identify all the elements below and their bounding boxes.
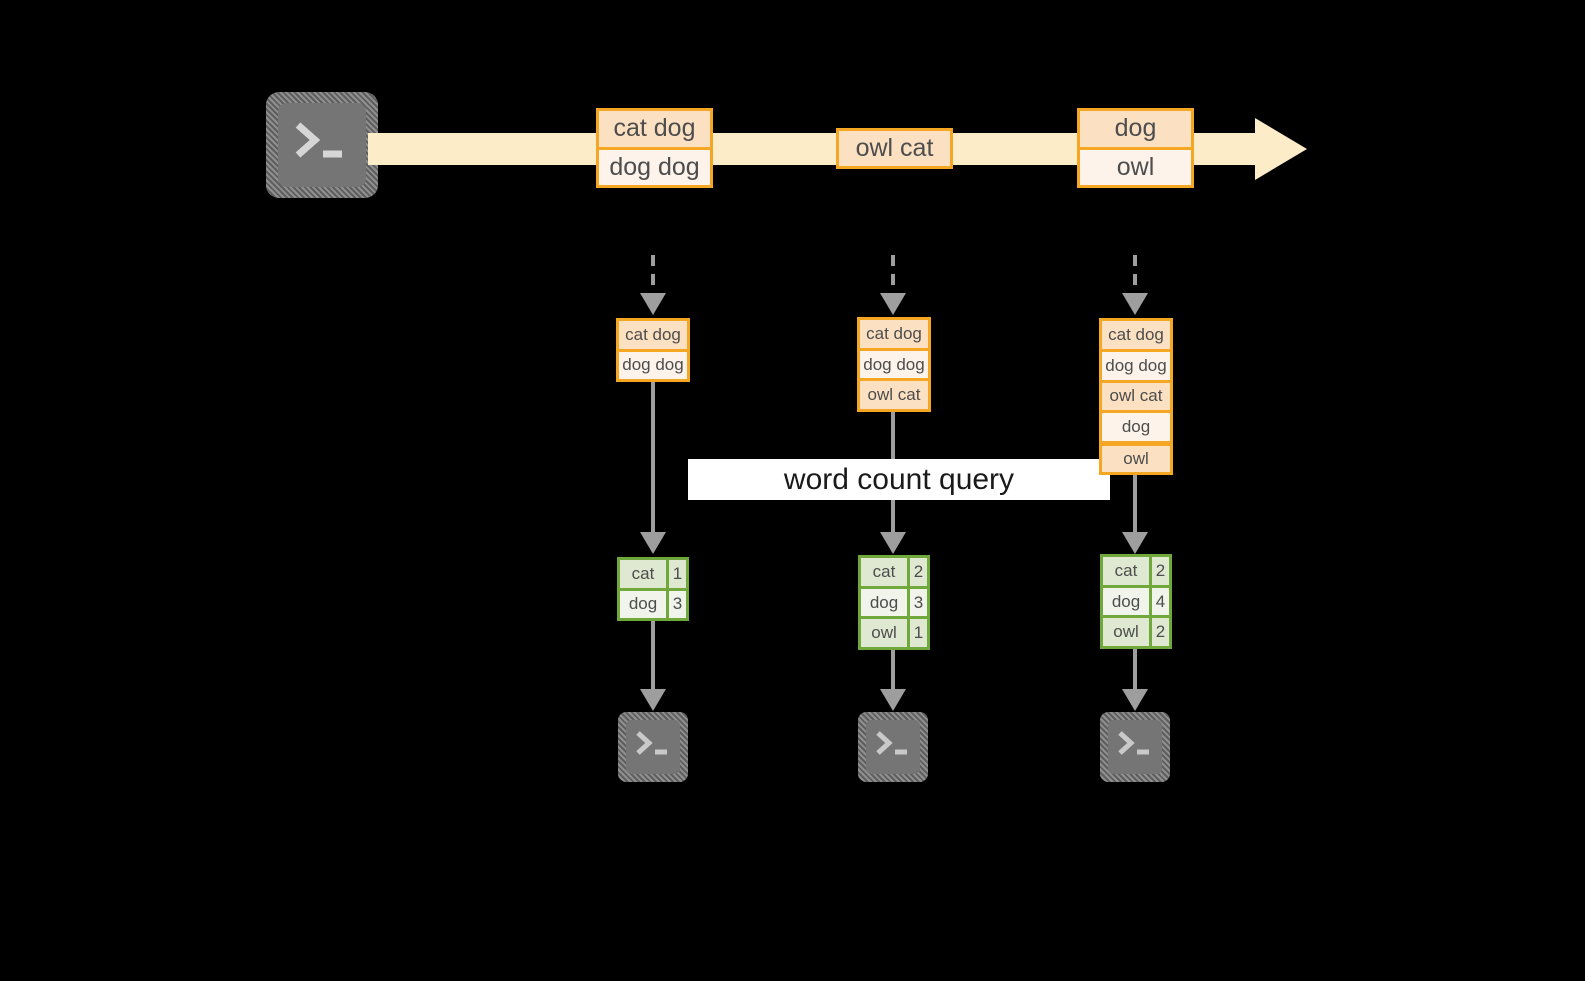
snapshot-3-query-line	[1133, 475, 1137, 534]
snapshot-3-row-2-count: 4	[1149, 587, 1169, 616]
snapshot-2-event-1: cat dog	[860, 320, 928, 348]
snapshot-2-result-table: cat 2 dog 3 owl 1	[858, 555, 930, 650]
snapshot-3-row-1-word: cat	[1103, 557, 1149, 585]
snapshot-1-row-2-count: 3	[666, 590, 686, 618]
snapshot-3-row-3-count: 2	[1149, 618, 1169, 647]
snapshot-3-event-log-overlay: owl	[1099, 443, 1173, 475]
snapshot-1-row-2-word: dog	[620, 590, 666, 618]
snapshot-1-output-arrowhead	[640, 689, 666, 711]
snapshot-2-inbound-line	[891, 255, 895, 295]
terminal-prompt-icon	[636, 731, 667, 755]
snapshot-2-query-arrowhead	[880, 532, 906, 554]
terminal-prompt-icon	[295, 122, 342, 158]
snapshot-2-inbound-arrowhead	[880, 293, 906, 315]
snapshot-1-consumer-terminal-icon	[618, 712, 688, 782]
snapshot-1-row-1-count: 1	[666, 560, 686, 588]
stream-event-1: cat dog dog dog	[596, 108, 713, 188]
snapshot-3-row-1-count: 2	[1149, 557, 1169, 585]
snapshot-2-output-arrowhead	[880, 689, 906, 711]
terminal-prompt-icon	[876, 731, 907, 755]
snapshot-1-event-log: cat dog dog dog	[616, 318, 690, 382]
snapshot-1-event-2: dog dog	[619, 348, 687, 379]
stream-event-2-line-1: owl cat	[839, 131, 950, 166]
snapshot-3-event-1: cat dog	[1102, 321, 1170, 349]
snapshot-3-consumer-terminal-icon	[1100, 712, 1170, 782]
snapshot-1-inbound-arrowhead	[640, 293, 666, 315]
terminal-inner-surface	[278, 103, 366, 187]
snapshot-2-row-3-word: owl	[861, 619, 907, 648]
stream-arrow-head	[1255, 118, 1307, 180]
stream-event-2: owl cat	[836, 128, 953, 169]
snapshot-3-result-table: cat 2 dog 4 owl 2	[1100, 554, 1172, 649]
snapshot-2-row-1-word: cat	[861, 558, 907, 586]
snapshot-3-event-2: dog dog	[1102, 348, 1170, 380]
terminal-prompt-icon	[1118, 731, 1149, 755]
snapshot-1-event-1: cat dog	[619, 321, 687, 349]
producer-terminal-icon	[266, 92, 378, 198]
snapshot-3-event-4: dog	[1102, 410, 1170, 442]
snapshot-2-event-3: owl cat	[860, 378, 928, 410]
snapshot-3-inbound-arrowhead	[1122, 293, 1148, 315]
snapshot-3-output-arrowhead	[1122, 689, 1148, 711]
snapshot-2-event-log: cat dog dog dog owl cat	[857, 317, 931, 412]
snapshot-1-query-arrowhead	[640, 532, 666, 554]
stream-event-3-line-1: dog	[1080, 111, 1191, 147]
table-row: cat 2	[861, 558, 927, 586]
snapshot-2-event-2: dog dog	[860, 347, 928, 379]
table-row: cat 1	[620, 560, 686, 588]
table-row: dog 3	[620, 587, 686, 618]
snapshot-1-output-line	[651, 621, 655, 691]
stream-event-1-line-1: cat dog	[599, 111, 710, 147]
table-row: dog 3	[861, 585, 927, 617]
snapshot-2-output-line	[891, 650, 895, 691]
snapshot-3-query-arrowhead	[1122, 532, 1148, 554]
snapshot-2-row-2-count: 3	[907, 588, 927, 617]
snapshot-3-output-line	[1133, 649, 1137, 691]
snapshot-2-row-1-count: 2	[907, 558, 927, 586]
snapshot-3-inbound-line	[1133, 255, 1137, 295]
query-label-band: word count query	[688, 459, 1110, 500]
table-row: cat 2	[1103, 557, 1169, 585]
snapshot-3-event-3: owl cat	[1102, 379, 1170, 411]
terminal-inner-surface	[626, 720, 680, 774]
snapshot-3-row-2-word: dog	[1103, 587, 1149, 616]
snapshot-2-consumer-terminal-icon	[858, 712, 928, 782]
snapshot-1-row-1-word: cat	[620, 560, 666, 588]
snapshot-1-query-line	[651, 382, 655, 534]
snapshot-3-row-3-word: owl	[1103, 618, 1149, 647]
table-row: dog 4	[1103, 584, 1169, 616]
snapshot-2-row-3-count: 1	[907, 619, 927, 648]
terminal-inner-surface	[866, 720, 920, 774]
table-row: owl 2	[1103, 615, 1169, 647]
stream-event-1-line-2: dog dog	[599, 146, 710, 185]
terminal-inner-surface	[1108, 720, 1162, 774]
stream-event-3-line-2: owl	[1080, 146, 1191, 185]
snapshot-1-result-table: cat 1 dog 3	[617, 557, 689, 621]
stream-event-3: dog owl	[1077, 108, 1194, 188]
snapshot-1-inbound-line	[651, 255, 655, 295]
table-row: owl 1	[861, 616, 927, 648]
snapshot-3-event-5-overlay: owl	[1102, 446, 1170, 472]
snapshot-2-row-2-word: dog	[861, 588, 907, 617]
query-label-text: word count query	[783, 462, 1015, 496]
